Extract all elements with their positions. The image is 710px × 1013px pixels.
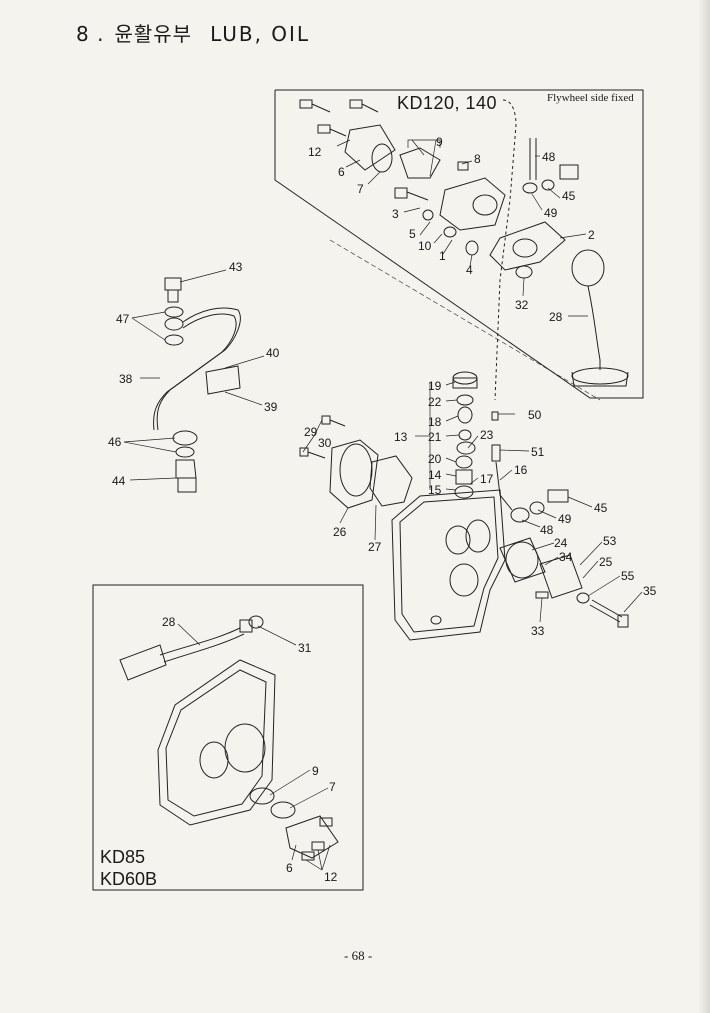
part-label: 21 xyxy=(428,430,442,444)
part-label: 2 xyxy=(588,228,595,242)
page-number: - 68 - xyxy=(344,948,373,963)
page-title: 8 . 윤활유부 LUB, OIL xyxy=(76,18,310,47)
part-label: 13 xyxy=(394,430,408,444)
part-label: 30 xyxy=(318,436,332,450)
part-label: 18 xyxy=(428,415,442,429)
part-label: 47 xyxy=(116,312,130,326)
part-label: 51 xyxy=(531,445,545,459)
part-label: 34 xyxy=(559,550,573,564)
part-label: 6 xyxy=(286,861,293,875)
oil-pump-housing xyxy=(299,371,629,641)
model-label-kd120: KD120, 140 xyxy=(397,93,498,113)
part-label: 25 xyxy=(599,555,613,569)
part-label: 26 xyxy=(333,525,347,539)
oil-pipe-assembly xyxy=(153,277,241,493)
part-label: 35 xyxy=(643,584,657,598)
part-label: 22 xyxy=(428,395,442,409)
part-label: 15 xyxy=(428,483,442,497)
page-edge xyxy=(698,0,710,1013)
model-line-2: KD60B xyxy=(100,869,158,889)
model-label-kd85: KD85 KD60B xyxy=(100,846,157,890)
part-label: 24 xyxy=(554,536,568,550)
part-label: 38 xyxy=(119,372,133,386)
flywheel-note: Flywheel side fixed xyxy=(547,92,634,104)
part-label: 3 xyxy=(392,207,399,221)
kd85-frame xyxy=(92,584,364,891)
part-label: 28 xyxy=(162,615,176,629)
kd120-frame xyxy=(274,89,644,399)
part-label: 7 xyxy=(329,780,336,794)
part-label: 10 xyxy=(418,239,432,253)
kd85-assembly xyxy=(119,615,339,861)
part-label: 7 xyxy=(357,182,364,196)
part-label: 48 xyxy=(542,150,556,164)
part-label: 32 xyxy=(515,298,529,312)
part-label: 55 xyxy=(621,569,635,583)
part-label: 6 xyxy=(338,165,345,179)
part-label: 50 xyxy=(528,408,542,422)
part-label: 9 xyxy=(436,135,443,149)
part-label: 4 xyxy=(466,263,473,277)
part-label: 53 xyxy=(603,534,617,548)
part-label: 45 xyxy=(562,189,576,203)
part-label: 27 xyxy=(368,540,382,554)
part-label: 8 xyxy=(474,152,481,166)
part-label: 49 xyxy=(544,206,558,220)
part-label: 1 xyxy=(439,249,446,263)
part-label: 20 xyxy=(428,452,442,466)
section-title-english: LUB, OIL xyxy=(210,22,311,46)
part-label: 44 xyxy=(112,474,126,488)
part-label: 45 xyxy=(594,501,608,515)
part-label: 31 xyxy=(298,641,312,655)
flywheel-side-assembly xyxy=(299,99,629,401)
part-label: 19 xyxy=(428,379,442,393)
part-label: 29 xyxy=(304,425,318,439)
section-number: 8 . xyxy=(76,22,105,46)
leader-lines xyxy=(123,139,643,871)
part-label: 49 xyxy=(558,512,572,526)
model-line-1: KD85 xyxy=(100,847,146,867)
part-label: 16 xyxy=(514,463,528,477)
part-label: 12 xyxy=(308,145,322,159)
part-label: 23 xyxy=(480,428,494,442)
part-label: 33 xyxy=(531,624,545,638)
part-label: 39 xyxy=(264,400,278,414)
part-label: 28 xyxy=(549,310,563,324)
part-label: 5 xyxy=(409,227,416,241)
part-label: 48 xyxy=(540,523,554,537)
section-title-korean: 윤활유부 xyxy=(114,22,193,46)
part-label: 14 xyxy=(428,468,442,482)
part-label: 40 xyxy=(266,346,280,360)
part-label: 12 xyxy=(324,870,338,884)
part-label: 46 xyxy=(108,435,122,449)
part-label: 9 xyxy=(312,764,319,778)
part-label: 17 xyxy=(480,472,494,486)
part-label: 43 xyxy=(229,260,243,274)
